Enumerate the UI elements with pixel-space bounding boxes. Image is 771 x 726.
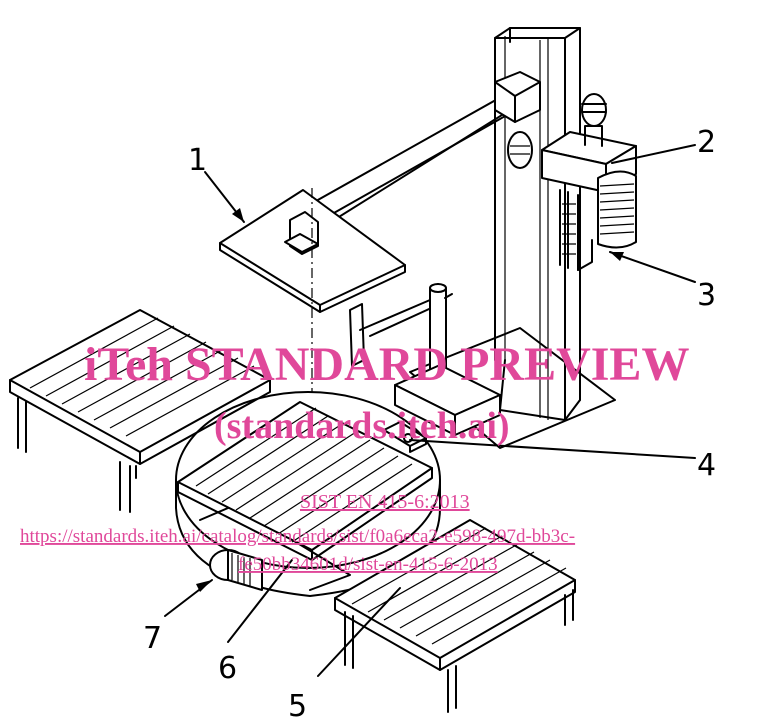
turntable — [175, 391, 441, 597]
arm — [299, 71, 541, 231]
watermark-url-line1[interactable]: https://standards.iteh.ai/catalog/standa… — [20, 526, 575, 547]
load-box — [394, 364, 501, 436]
callout-4: 4 — [697, 448, 716, 483]
outfeed-conveyor — [334, 519, 576, 713]
top-platen — [219, 189, 406, 313]
callout-2: 2 — [697, 125, 716, 160]
side-clamp — [349, 283, 453, 391]
film-reel — [559, 170, 637, 271]
watermark-standard-link[interactable]: SIST EN 415-6:2013 — [300, 491, 470, 513]
callout-6: 6 — [218, 651, 237, 686]
callout-3: 3 — [697, 278, 716, 313]
watermark-site: (standards.iteh.ai) — [214, 405, 510, 447]
callout-5: 5 — [288, 689, 307, 724]
motor — [209, 549, 263, 591]
leader-lines — [164, 144, 696, 677]
film-carriage — [507, 93, 637, 193]
watermark-url-line2[interactable]: fe50bb34601d/sist-en-415-6-2013 — [238, 554, 498, 575]
callout-1: 1 — [188, 143, 207, 178]
callout-7: 7 — [143, 621, 162, 656]
watermark-title: iTeh STANDARD PREVIEW — [84, 338, 689, 391]
infeed-conveyor — [9, 309, 271, 513]
